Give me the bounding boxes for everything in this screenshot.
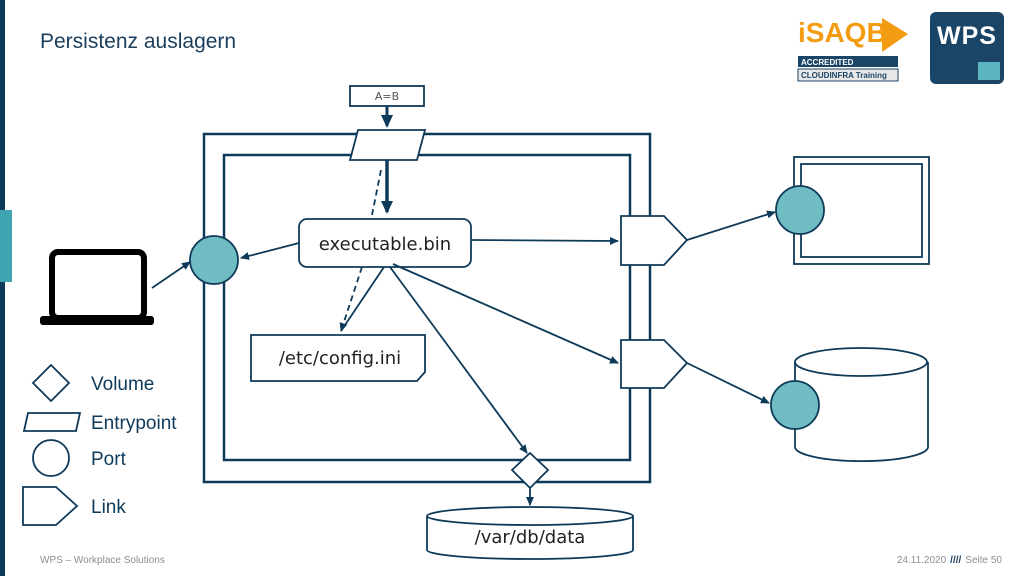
isaqb-arrow-icon — [882, 18, 908, 52]
wps-logo-square — [978, 62, 1000, 80]
footer-separator: //// — [950, 555, 962, 566]
port-container-left — [189, 235, 239, 285]
isaqb-brand-text: iSAQB — [798, 17, 887, 48]
laptop-icon — [40, 249, 154, 325]
outer-container-frame — [202, 132, 652, 484]
port-external-service — [775, 185, 825, 235]
data-volume-cylinder — [426, 516, 634, 560]
legend-entrypoint-icon — [22, 412, 82, 432]
entrypoint-shape — [348, 129, 427, 161]
footer-company: WPS – Workplace Solutions — [40, 555, 165, 566]
link-shape-top — [620, 215, 689, 266]
isaqb-program-band — [797, 68, 899, 82]
legend-port-icon — [32, 439, 70, 477]
isaqb-accredited-band — [798, 56, 898, 67]
legend-link-icon — [22, 486, 79, 526]
executable-label: executable.bin — [319, 234, 451, 255]
config-file-shape — [250, 334, 426, 382]
legend-volume-icon — [31, 363, 71, 403]
legend-link-label: Link — [91, 497, 126, 518]
isaqb-logo: iSAQB ACCREDITED CLOUDINFRA Training — [797, 17, 908, 82]
legend-entrypoint-label: Entrypoint — [91, 413, 177, 434]
link-shape-bottom — [620, 339, 689, 389]
wps-logo: WPS — [930, 12, 1004, 84]
footer-date: 24.11.2020 — [896, 555, 947, 566]
config-label: /etc/config.ini — [279, 348, 401, 369]
legend-volume-label: Volume — [91, 374, 154, 395]
legend — [22, 363, 82, 526]
left-accent-bar — [0, 0, 5, 576]
port-database — [770, 380, 820, 430]
input-label: A=B — [375, 90, 399, 103]
isaqb-program-text: CLOUDINFRA Training — [801, 71, 887, 80]
page-title: Persistenz auslagern — [40, 30, 237, 53]
wps-logo-text: WPS — [937, 22, 997, 50]
legend-port-label: Port — [91, 449, 127, 470]
inner-container-frame — [222, 153, 632, 462]
isaqb-accredited-text: ACCREDITED — [801, 58, 854, 67]
volume-data-label: /var/db/data — [475, 527, 586, 548]
footer-page-number: Seite 50 — [965, 555, 1002, 566]
database-cylinder — [794, 362, 929, 462]
left-accent-mark — [0, 210, 12, 282]
footer-meta: 24.11.2020////Seite 50 — [897, 555, 1002, 566]
